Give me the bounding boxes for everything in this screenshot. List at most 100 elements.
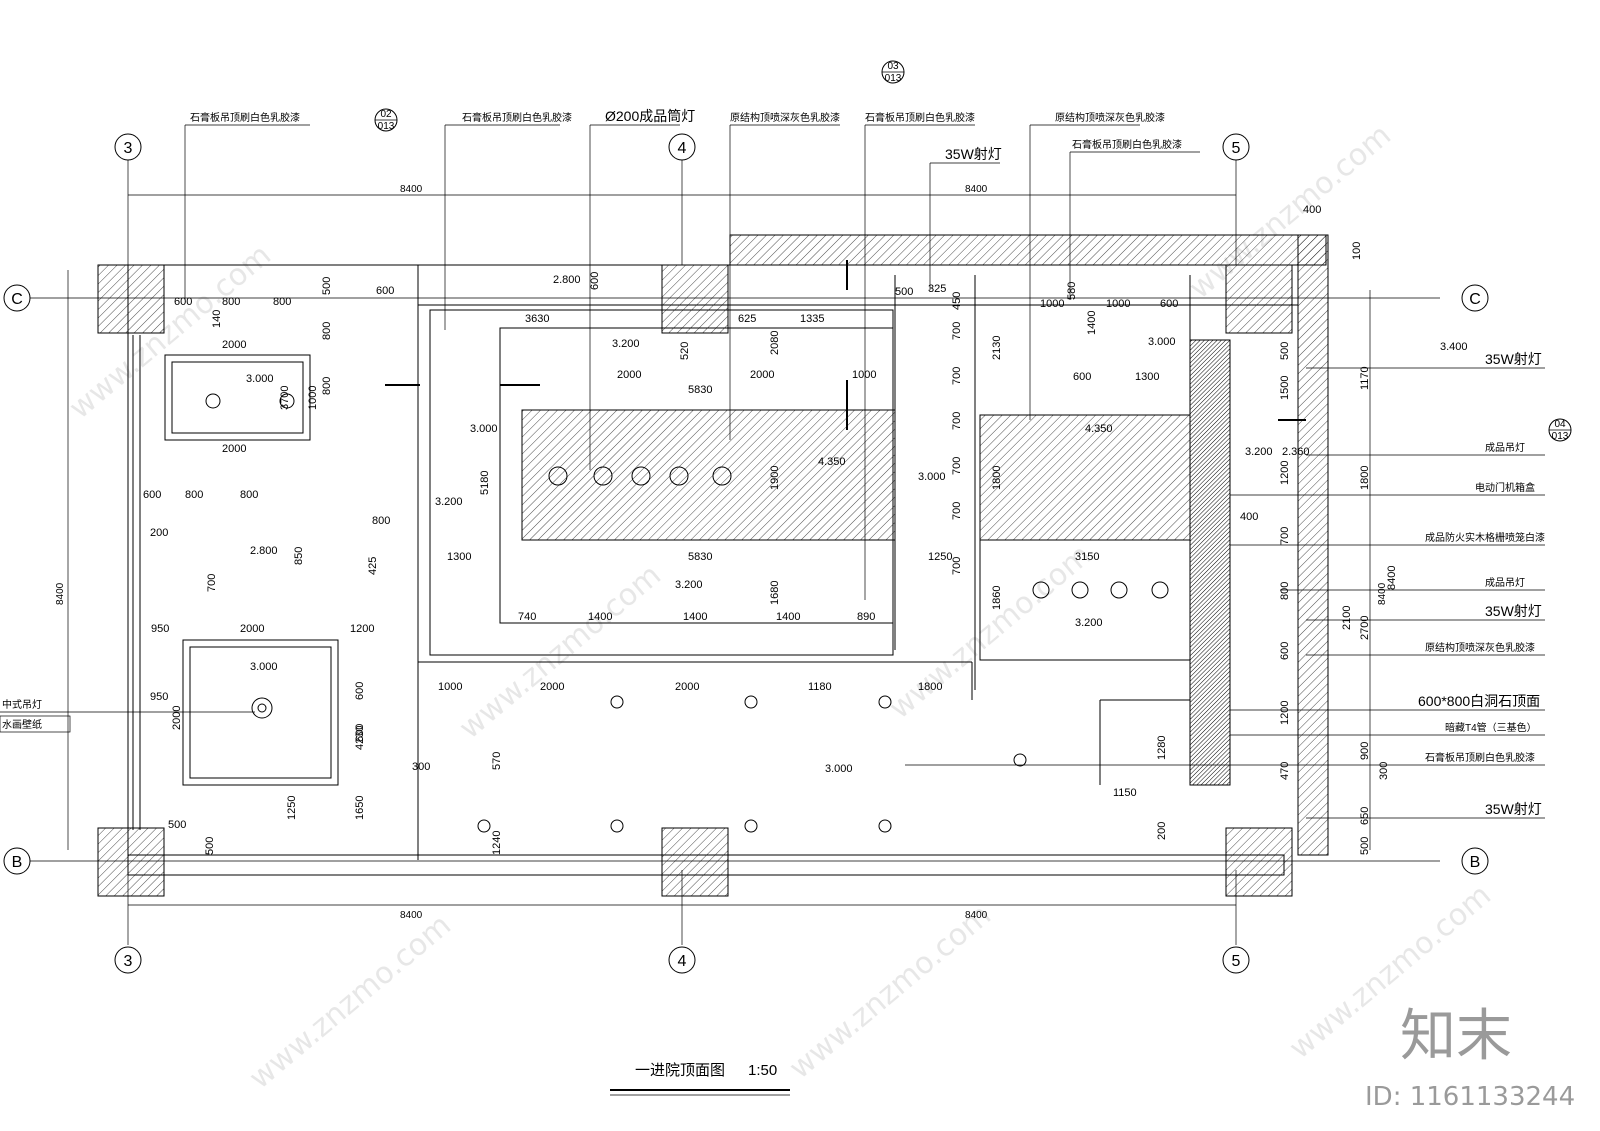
svg-text:500: 500: [895, 286, 913, 298]
svg-text:200: 200: [150, 527, 168, 539]
svg-text:2000: 2000: [750, 369, 774, 381]
svg-text:950: 950: [150, 691, 168, 703]
svg-text:2000: 2000: [222, 339, 246, 351]
callout-label: 中式吊灯: [2, 698, 42, 711]
svg-text:500: 500: [321, 277, 333, 295]
axis-label: 3: [124, 140, 133, 157]
svg-text:1280: 1280: [1156, 736, 1168, 760]
svg-text:2000: 2000: [617, 369, 641, 381]
svg-text:700: 700: [951, 557, 963, 575]
svg-text:02: 02: [380, 109, 392, 120]
svg-text:425: 425: [367, 557, 379, 575]
axis-bubble-left-C: C: [3, 284, 31, 312]
elevation-marks: 2.800 3.200 3.000 3.000 2.800 3.000 3.20…: [246, 274, 1468, 775]
svg-text:1000: 1000: [438, 681, 462, 693]
svg-text:5830: 5830: [688, 551, 712, 563]
watermark-text: www.znzmo.com: [883, 538, 1098, 727]
svg-text:570: 570: [491, 752, 503, 770]
top-callouts: 石膏板吊顶刷白色乳胶漆 石膏板吊顶刷白色乳胶漆 Ø200成品筒灯 原结构顶喷深灰…: [184, 108, 1200, 600]
svg-text:650: 650: [1359, 807, 1371, 825]
elevation-label: 3.200: [435, 496, 463, 508]
svg-text:013: 013: [378, 121, 395, 132]
ceiling-features: [164, 260, 1306, 786]
svg-text:600: 600: [1279, 642, 1291, 660]
svg-text:140: 140: [211, 310, 223, 328]
scale-text: 1:50: [748, 1062, 777, 1079]
svg-text:03: 03: [887, 61, 899, 72]
elevation-label: 2.800: [553, 274, 581, 286]
svg-text:700: 700: [951, 412, 963, 430]
svg-text:8400: 8400: [400, 910, 423, 921]
svg-text:2100: 2100: [1341, 606, 1353, 630]
section-ref-04: 04 013: [1548, 418, 1572, 442]
svg-text:1200: 1200: [350, 623, 374, 635]
svg-text:5180: 5180: [479, 471, 491, 495]
svg-text:2000: 2000: [540, 681, 564, 693]
elevation-label: 3.000: [470, 423, 498, 435]
section-ref-03: 03 013: [881, 60, 905, 84]
callout-label: 石膏板吊顶刷白色乳胶漆: [190, 111, 300, 124]
svg-text:600: 600: [354, 682, 366, 700]
svg-text:850: 850: [293, 547, 305, 565]
svg-text:740: 740: [518, 611, 536, 623]
axis-bubble-right-C: C: [1461, 284, 1489, 312]
axis-label: 4: [678, 140, 687, 157]
svg-text:013: 013: [885, 73, 902, 84]
callout-label: 35W射灯: [1485, 351, 1542, 367]
svg-text:325: 325: [928, 283, 946, 295]
svg-text:1000: 1000: [852, 369, 876, 381]
svg-text:1860: 1860: [991, 586, 1003, 610]
callout-label: 成品吊灯: [1485, 442, 1525, 454]
svg-text:800: 800: [273, 296, 291, 308]
callout-label: 600*800白洞石顶面: [1418, 693, 1540, 709]
svg-text:200: 200: [1156, 822, 1168, 840]
svg-text:700: 700: [951, 322, 963, 340]
overall-dimensions: [30, 160, 1440, 945]
svg-text:2700: 2700: [1359, 616, 1371, 640]
svg-text:1170: 1170: [1359, 366, 1371, 390]
svg-text:2000: 2000: [222, 443, 246, 455]
drawing-title: 一进院顶面图 1:50: [610, 1061, 790, 1096]
axis-label: B: [1470, 854, 1481, 871]
svg-text:400: 400: [1303, 204, 1321, 216]
callout-label: 石膏板吊顶刷白色乳胶漆: [1425, 751, 1535, 764]
svg-text:600: 600: [376, 285, 394, 297]
brand-watermark: 知末 ID: 1161133244: [1365, 1004, 1575, 1112]
axis-label: 5: [1232, 953, 1241, 970]
svg-text:400: 400: [1240, 511, 1258, 523]
elevation-label: 3.000: [246, 373, 274, 385]
svg-text:1400: 1400: [588, 611, 612, 623]
callout-label: 35W射灯: [1485, 603, 1542, 619]
elevation-label: 3.200: [1245, 446, 1273, 458]
svg-text:800: 800: [185, 489, 203, 501]
elevation-label: 3.400: [1440, 341, 1468, 353]
axis-label: 5: [1232, 140, 1241, 157]
svg-text:100: 100: [1351, 242, 1363, 260]
svg-text:800: 800: [372, 515, 390, 527]
svg-text:8400: 8400: [400, 184, 423, 195]
svg-text:1200: 1200: [1279, 461, 1291, 485]
svg-text:600: 600: [174, 296, 192, 308]
svg-text:3700: 3700: [279, 386, 291, 410]
svg-text:700: 700: [951, 367, 963, 385]
detail-dimensions: 600 800 800 500 140 2000 3700 1000 800 8…: [143, 204, 1398, 855]
elevation-label: 3.000: [825, 763, 853, 775]
axis-label: B: [12, 854, 23, 871]
callout-label: 电动门机箱盒: [1475, 481, 1535, 494]
svg-text:580: 580: [1066, 282, 1078, 300]
svg-text:700: 700: [951, 457, 963, 475]
callout-label: 石膏板吊顶刷白色乳胶漆: [865, 111, 975, 124]
callout-label: Ø200成品筒灯: [605, 108, 695, 124]
axis-bubble-right-B: B: [1461, 847, 1489, 875]
axis-bubble-top-3: 3: [114, 133, 142, 161]
columns: [97, 264, 1293, 897]
section-ref-02: 02 013: [374, 108, 398, 132]
svg-text:700: 700: [206, 574, 218, 592]
svg-text:1200: 1200: [1279, 701, 1291, 725]
svg-text:1335: 1335: [800, 313, 824, 325]
svg-text:1300: 1300: [447, 551, 471, 563]
elevation-label: 3.000: [918, 471, 946, 483]
svg-text:300: 300: [1378, 762, 1390, 780]
axis-label: C: [11, 291, 23, 308]
